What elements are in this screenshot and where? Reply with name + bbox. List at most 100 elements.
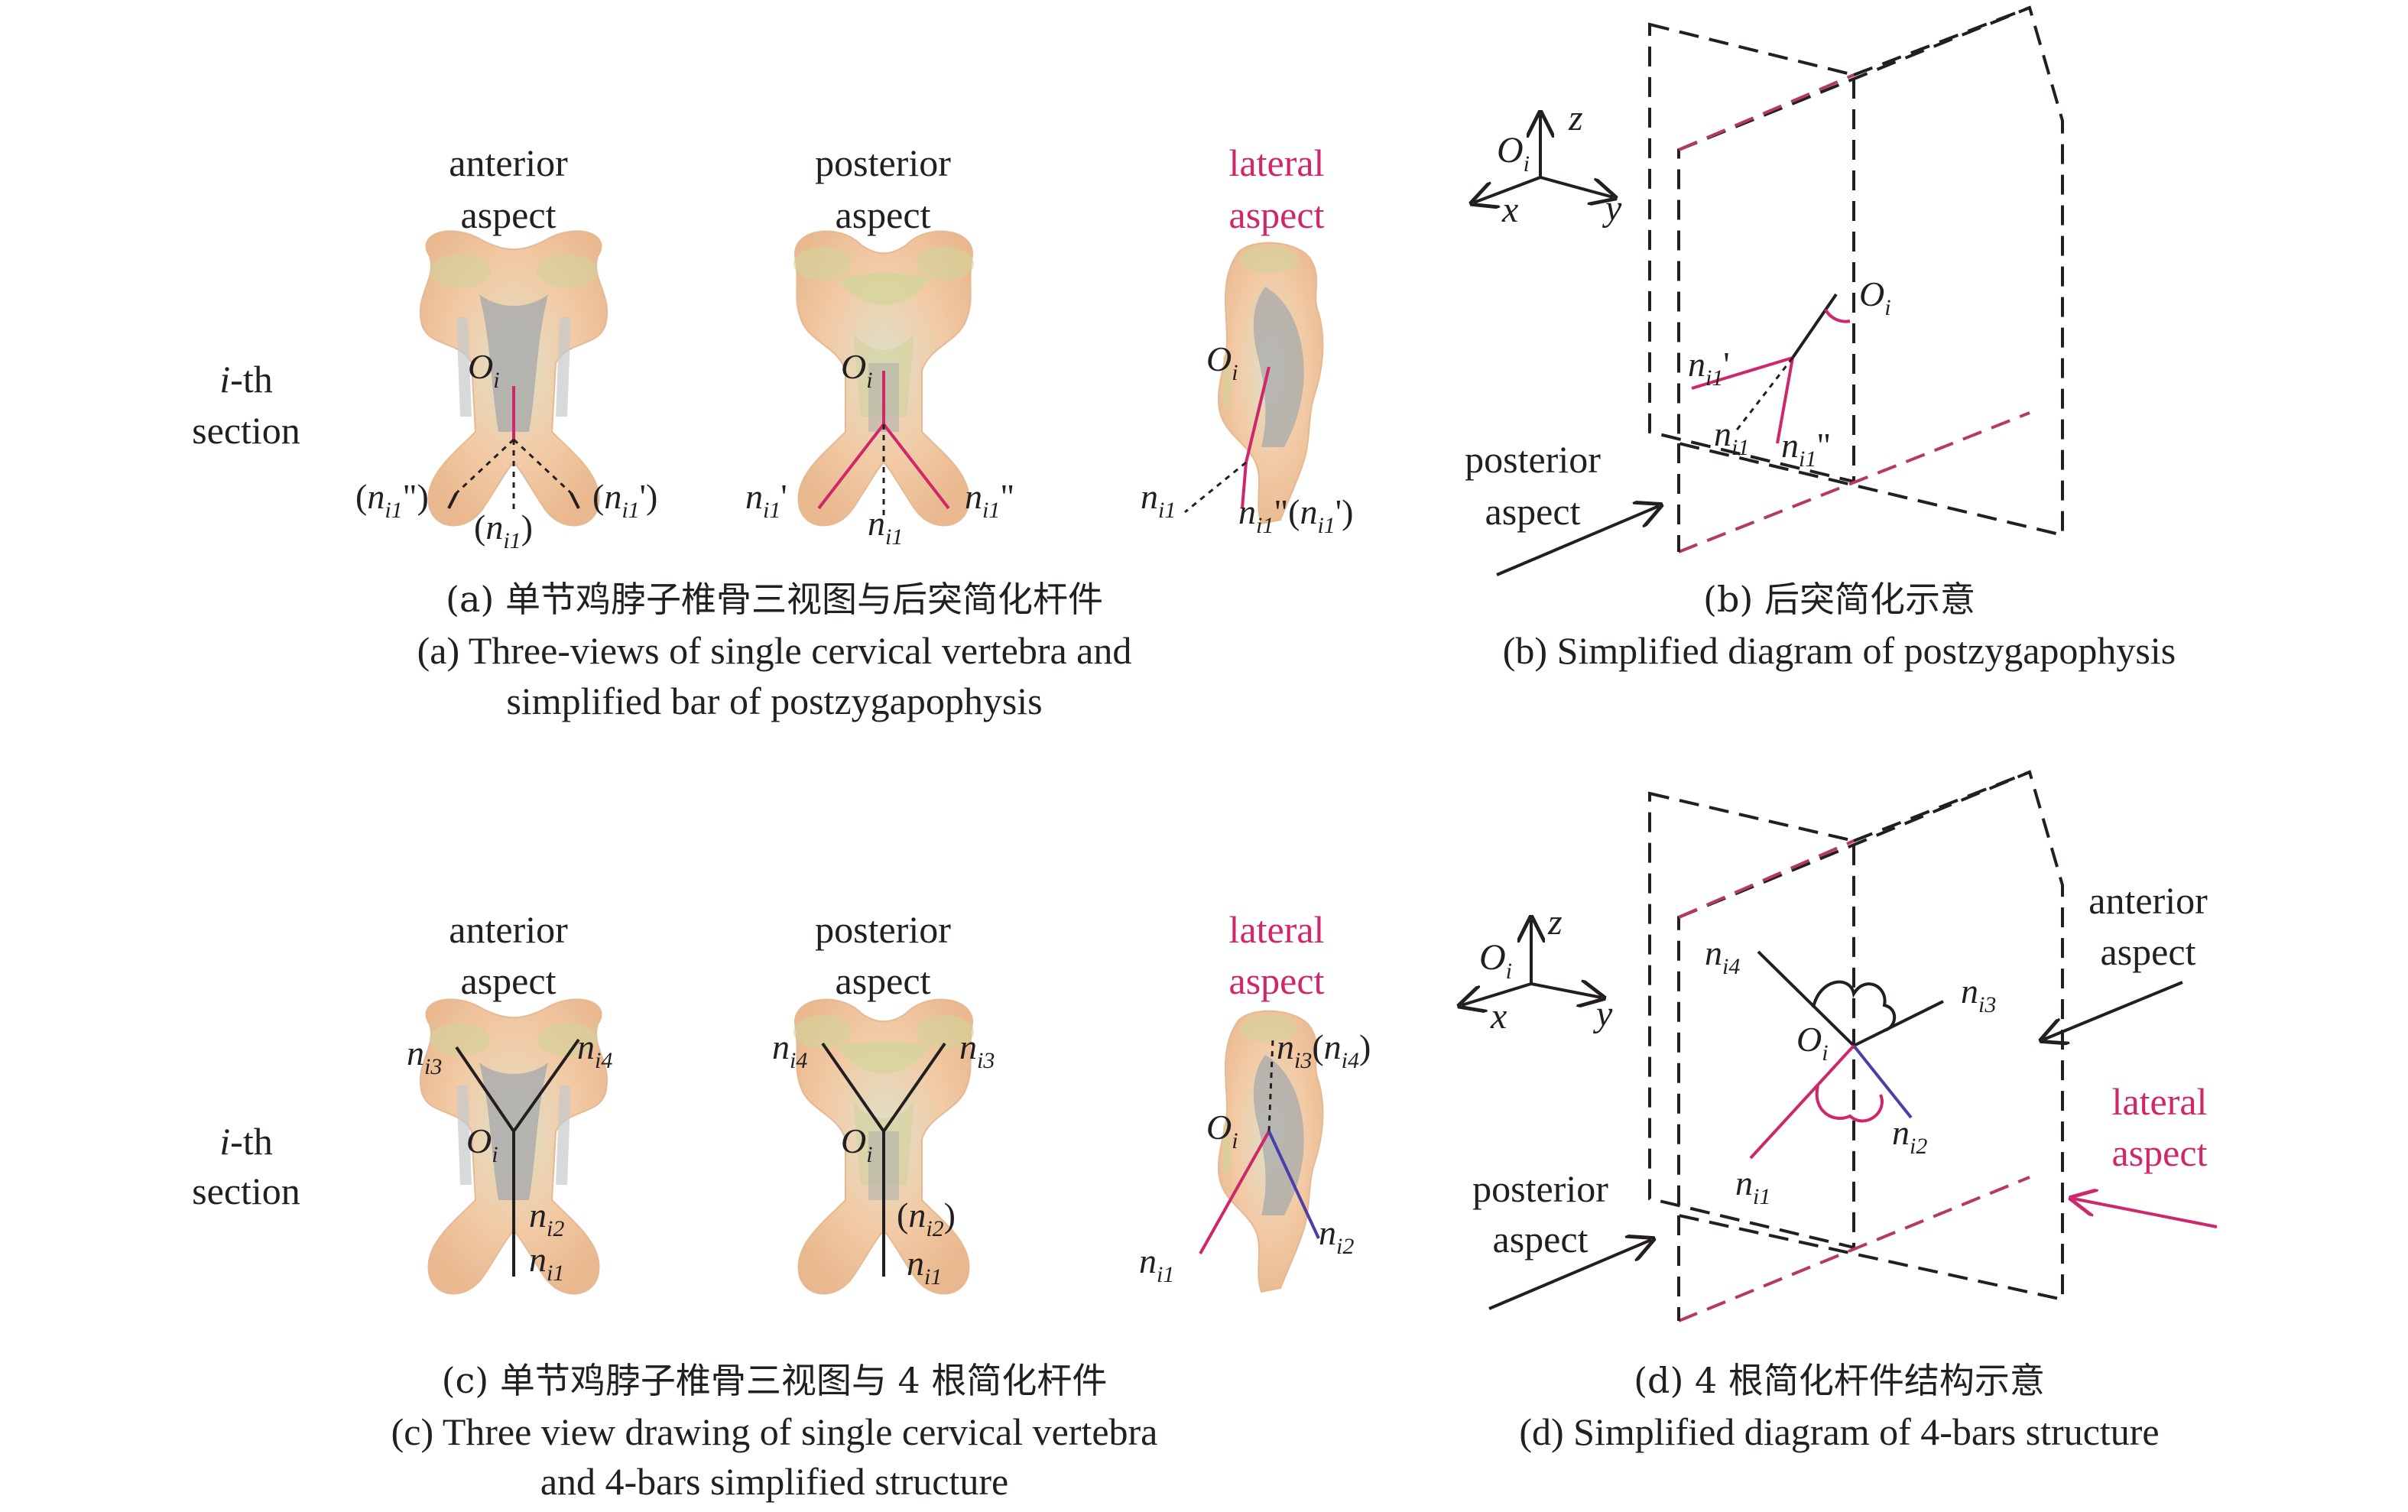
- label-n1p-b: ni1': [1688, 345, 1730, 391]
- bar-n1pp-b: [1776, 357, 1794, 444]
- label-n2-c-post: (ni2): [897, 1196, 956, 1241]
- caption-a-en-2: simplified bar of postzygapophysis: [506, 680, 1042, 722]
- axis-origin-b: Oi: [1497, 130, 1530, 177]
- panel-b: Oi z x y Oi ni1' ni1 ni1" posterior aspe…: [1465, 5, 2176, 672]
- vertebra-anterior-c: [419, 998, 608, 1295]
- axis-origin-d: Oi: [1479, 937, 1512, 984]
- vertebra-lateral-a: [1184, 242, 1324, 524]
- label-n1-c-lat: ni1: [1139, 1241, 1174, 1287]
- label-n1-d: ni1: [1735, 1163, 1770, 1209]
- axes-b: [1474, 115, 1613, 203]
- bar-n1-d: [1749, 1044, 1855, 1160]
- view-heading-anterior-l1: anterior: [449, 141, 568, 184]
- caption-c-en-1: (c) Three view drawing of single cervica…: [391, 1410, 1158, 1453]
- caption-d-zh: (d) 4 根简化杆件结构示意: [1634, 1360, 2045, 1401]
- label-n1-a-ant: (ni1): [474, 508, 533, 553]
- view-label-anterior-d-l2: aspect: [2101, 930, 2196, 973]
- arrow-posterior-d: [1488, 1240, 1651, 1310]
- view-label-posterior-d-l1: posterior: [1472, 1167, 1608, 1210]
- caption-d-en: (d) Simplified diagram of 4-bars structu…: [1519, 1410, 2159, 1453]
- axis-x-d: x: [1490, 996, 1507, 1037]
- angle-arc-b: [1824, 308, 1851, 323]
- label-n1-b: ni1: [1714, 414, 1749, 460]
- caption-b-en: (b) Simplified diagram of postzygapophys…: [1503, 629, 2176, 672]
- label-origin-a-post: Oi: [841, 347, 873, 393]
- view-label-posterior-b-l1: posterior: [1465, 438, 1601, 481]
- label-n1pp-a-ant: (ni1"): [355, 477, 429, 523]
- caption-a-en-1: (a) Three-views of single cervical verte…: [417, 629, 1132, 672]
- caption-c-en-2: and 4-bars simplified structure: [540, 1460, 1008, 1503]
- view-heading-lateral-c-l1: lateral: [1229, 908, 1325, 951]
- view-label-lateral-d-l1: lateral: [2112, 1080, 2208, 1123]
- plane-sagittal-d: [1648, 791, 1855, 1250]
- axis-y-b: y: [1602, 188, 1622, 229]
- label-n1-c-ant: ni1: [529, 1240, 564, 1286]
- bar-n1-b: [1734, 357, 1794, 433]
- row-label-a-line2: section: [192, 409, 300, 452]
- label-n1pp-n1p-a-lat: ni1"(ni1'): [1238, 492, 1353, 538]
- caption-b-zh: (b) 后突简化示意: [1703, 579, 1975, 620]
- vertebra-posterior-c: [793, 998, 975, 1295]
- vertebra-lateral-c: [1199, 1010, 1324, 1293]
- plane-sagittal-b: [1648, 22, 1855, 484]
- axis-z-d: z: [1547, 902, 1563, 943]
- angle-arc-bottom-d: [1815, 1085, 1884, 1123]
- row-label-a: i-th: [219, 358, 272, 401]
- label-n3-c-post: ni3: [959, 1027, 995, 1073]
- label-origin-c-post: Oi: [841, 1121, 873, 1167]
- label-n1p-a-ant: (ni1'): [592, 477, 657, 523]
- label-n3-c-ant: ni3: [407, 1033, 442, 1079]
- label-n1-a-post: ni1: [868, 504, 903, 550]
- arrow-anterior-d: [2043, 981, 2183, 1040]
- bar-n4-d: [1757, 950, 1855, 1047]
- vertebra-anterior-a: [419, 230, 608, 527]
- view-heading-anterior-l2: aspect: [461, 193, 557, 236]
- axis-z-b: z: [1568, 98, 1583, 138]
- caption-a-zh: (a) 单节鸡脖子椎骨三视图与后突简化杆件: [446, 579, 1103, 620]
- label-origin-b: Oi: [1859, 274, 1891, 320]
- axes-d: [1462, 920, 1602, 1005]
- arrow-posterior-b: [1496, 506, 1659, 576]
- bar-stem-b: [1791, 293, 1838, 359]
- label-origin-a-lat: Oi: [1206, 339, 1238, 385]
- angle-arc-top-d: [1812, 980, 1897, 1032]
- label-n3-n4-c-lat: ni3(ni4): [1277, 1027, 1371, 1073]
- label-origin-d: Oi: [1796, 1020, 1829, 1066]
- panel-a: i-th section anterior aspect posterior a…: [192, 141, 1353, 722]
- label-n2-d: ni2: [1892, 1113, 1927, 1159]
- view-label-lateral-d-l2: aspect: [2112, 1131, 2208, 1174]
- view-heading-posterior-c-l1: posterior: [815, 908, 951, 951]
- vertebra-posterior-a: [793, 230, 975, 527]
- view-heading-lateral-c-l2: aspect: [1229, 959, 1325, 1002]
- bar-n2-d: [1852, 1044, 1913, 1119]
- label-n1pp-b: ni1": [1781, 426, 1831, 472]
- label-origin-c-ant: Oi: [466, 1121, 498, 1167]
- view-label-anterior-d-l1: anterior: [2088, 879, 2208, 922]
- panel-c: i-th section anterior aspect posterior a…: [192, 908, 1371, 1503]
- view-label-posterior-d-l2: aspect: [1493, 1218, 1589, 1261]
- view-label-posterior-b-l2: aspect: [1485, 490, 1581, 533]
- view-heading-anterior-c-l1: anterior: [449, 908, 568, 951]
- view-heading-lateral-l2: aspect: [1229, 193, 1325, 236]
- label-origin-a-ant: Oi: [468, 347, 500, 393]
- label-n4-c-ant: ni4: [577, 1027, 612, 1073]
- label-n2-c-lat: ni2: [1319, 1213, 1354, 1259]
- view-heading-lateral-l1: lateral: [1229, 141, 1325, 184]
- axis-x-b: x: [1501, 190, 1518, 230]
- row-label-c: i-th: [219, 1120, 272, 1163]
- label-n1-c-post: ni1: [907, 1244, 942, 1290]
- arrow-lateral-d: [2073, 1199, 2218, 1228]
- bar-n3-d: [1853, 1000, 1944, 1047]
- label-n3-d: ni3: [1961, 972, 1996, 1017]
- row-label-c-line2: section: [192, 1170, 300, 1212]
- label-n1p-a-post: ni1': [745, 477, 787, 523]
- view-heading-posterior-c-l2: aspect: [836, 959, 931, 1002]
- bar-n1p-b: [1691, 356, 1793, 390]
- axis-y-d: y: [1592, 994, 1613, 1034]
- label-n4-d: ni4: [1705, 933, 1740, 979]
- label-n1-a-lat: ni1: [1141, 477, 1176, 523]
- view-heading-anterior-c-l2: aspect: [461, 959, 557, 1002]
- view-heading-posterior-l2: aspect: [836, 193, 931, 236]
- caption-c-zh: (c) 单节鸡脖子椎骨三视图与 4 根简化杆件: [442, 1360, 1108, 1401]
